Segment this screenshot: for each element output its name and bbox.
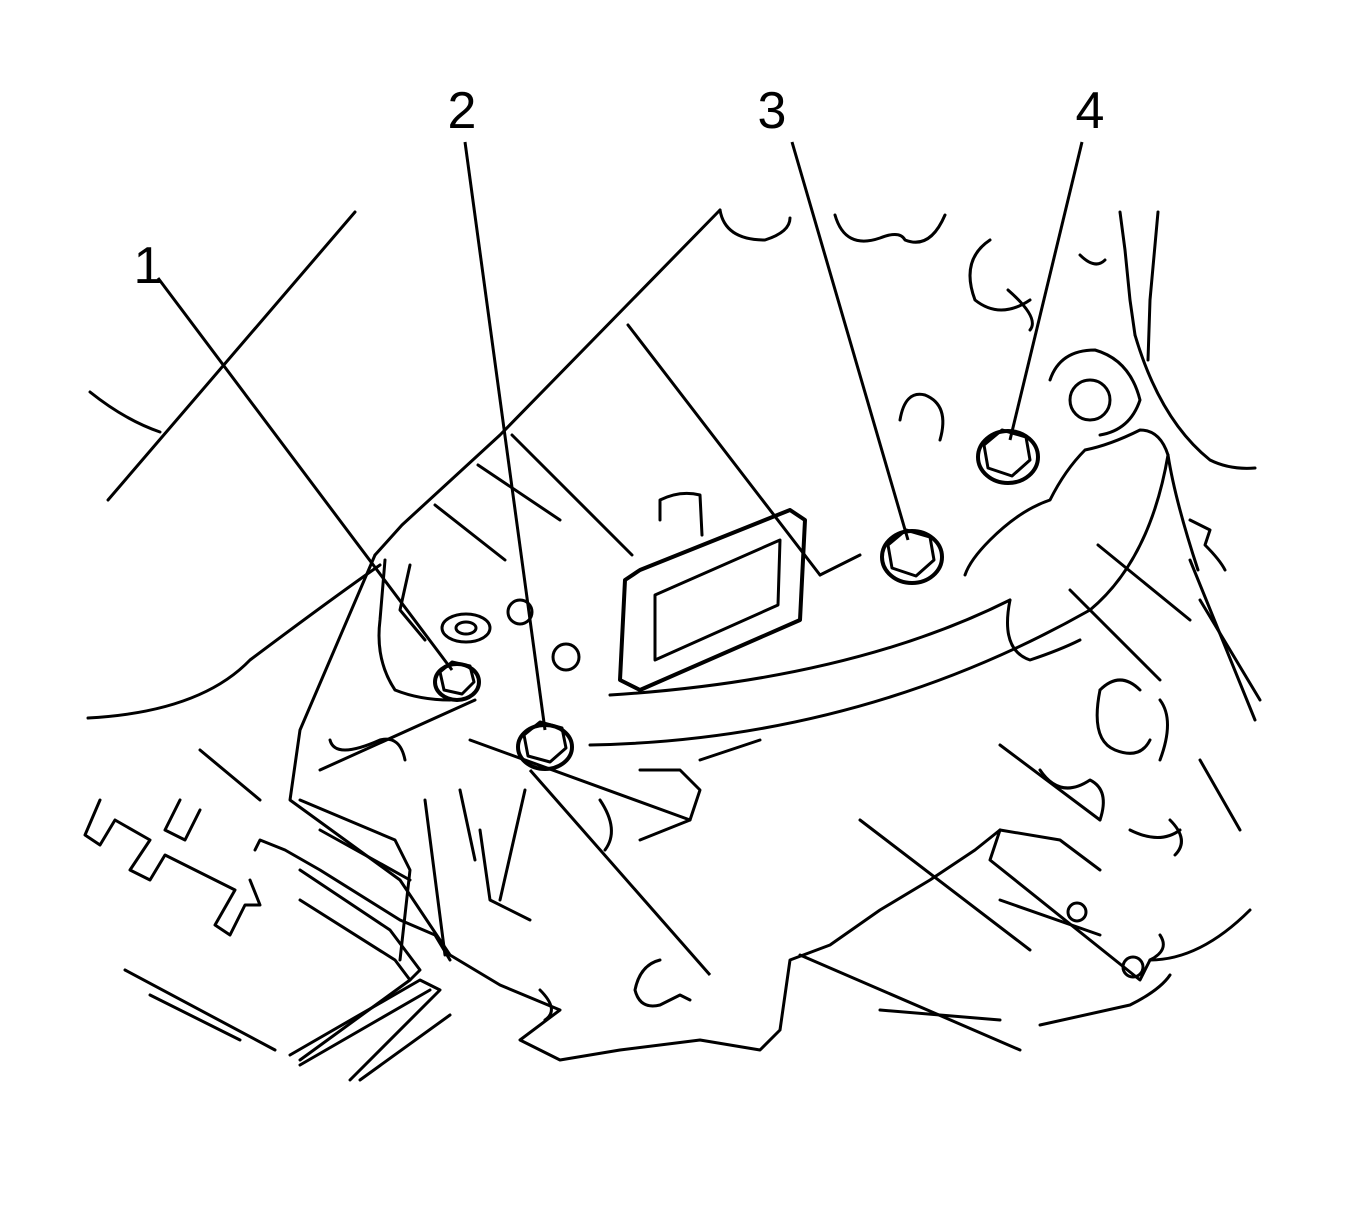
callout-labels: 1 2 3 4 xyxy=(134,82,1105,295)
rectangular-port xyxy=(618,491,807,692)
leader-line-2 xyxy=(463,141,547,731)
housing-outline xyxy=(373,208,1257,557)
bolt-1 xyxy=(433,660,481,702)
bolt-4 xyxy=(976,428,1040,485)
callout-2: 2 xyxy=(448,82,477,140)
callout-3: 3 xyxy=(758,82,787,140)
housing-ribs xyxy=(433,323,862,577)
holes xyxy=(440,348,1145,979)
flange xyxy=(588,428,1200,747)
bottom-left-plate xyxy=(83,748,452,1082)
leader-line-3 xyxy=(790,141,910,541)
leader-lines xyxy=(156,141,1084,976)
right-lower xyxy=(798,518,1262,1052)
leader-line-1 xyxy=(156,277,454,671)
leader-line-4 xyxy=(1008,141,1084,441)
leader-line-2b xyxy=(528,769,712,976)
lower-housing xyxy=(288,553,1002,1062)
callout-4: 4 xyxy=(1076,82,1105,140)
bolt-3 xyxy=(880,528,944,585)
left-structure xyxy=(86,210,382,720)
callout-1: 1 xyxy=(134,237,163,295)
